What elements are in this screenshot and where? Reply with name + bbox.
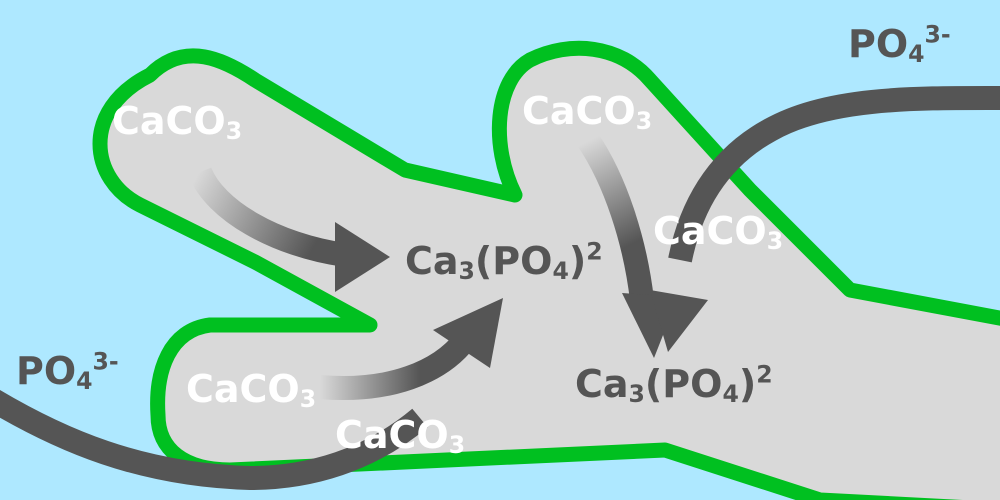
arrow-upper-right-to-right [577, 133, 654, 302]
arrow-upper-left-head [335, 222, 390, 292]
arrow-bottom-to-center [318, 332, 475, 400]
caco3-label-upper-left: CaCO3 [112, 99, 243, 146]
arrow-bottom-head [433, 298, 503, 368]
phosphate-ion-label-right: PO43- [848, 20, 951, 69]
caco3-label-bottom: CaCO3 [335, 413, 466, 460]
phosphate-stream-right [668, 85, 1000, 263]
phosphate-ion-label-left: PO43- [16, 347, 119, 396]
caco3-label-right-middle: CaCO3 [653, 209, 784, 256]
calcium-phosphate-label-left: Ca3(PO4)2 [405, 237, 603, 286]
caco3-label-upper-right: CaCO3 [522, 89, 653, 136]
arrow-upper-left-to-center [188, 166, 347, 267]
phosphate-stream-left [0, 389, 428, 491]
caco3-label-lower-left: CaCO3 [186, 367, 317, 414]
calcium-phosphate-label-right: Ca3(PO4)2 [575, 360, 773, 409]
phosphate-stream-right-head [650, 290, 708, 352]
